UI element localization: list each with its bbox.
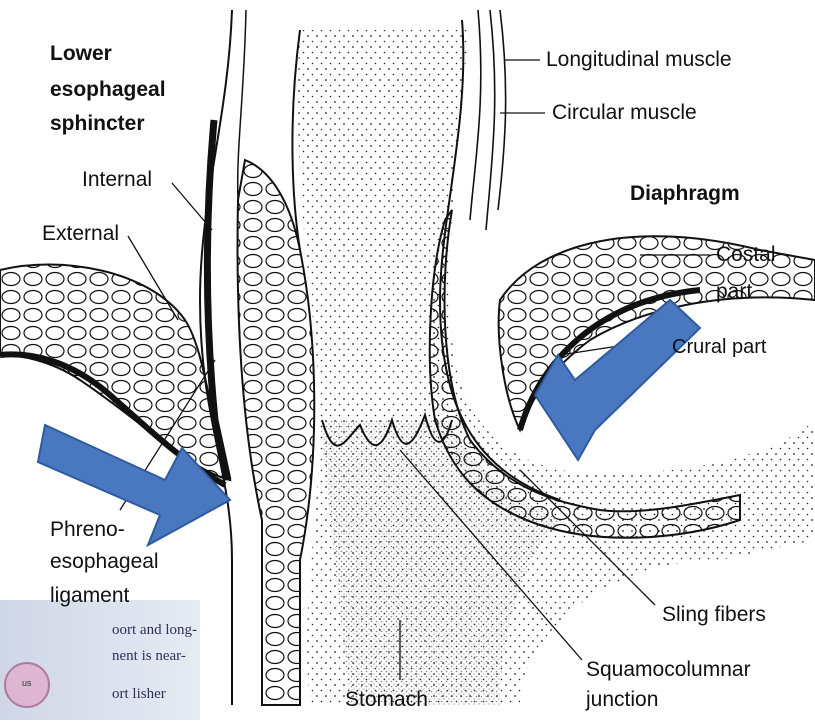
fragment-line-3: ort lisher	[112, 686, 166, 703]
label-phreno-line1: Phreno-	[50, 518, 125, 542]
label-circular-muscle: Circular muscle	[552, 101, 697, 125]
label-sling-fibers: Sling fibers	[662, 603, 766, 627]
label-external: External	[42, 222, 119, 246]
label-crural-part: Crural part	[672, 335, 766, 359]
right-longitudinal-lines	[470, 10, 506, 230]
label-diaphragm: Diaphragm	[630, 182, 740, 206]
fragment-line-1: oort and long-	[112, 622, 197, 639]
label-phreno-line2: esophageal	[50, 550, 159, 574]
label-stomach: Stomach	[345, 688, 428, 712]
les-title-line2: esophageal	[50, 78, 166, 102]
les-title-line1: Lower	[50, 42, 112, 66]
badge-text: us	[22, 678, 32, 688]
label-costal-line2: part	[716, 280, 752, 304]
left-circular-layer	[238, 160, 315, 705]
background-slide-fragment: oort and long- nent is near- ort lisher …	[0, 600, 200, 720]
left-wall-outer	[200, 10, 232, 705]
fragment-line-2: nent is near-	[112, 648, 186, 665]
label-longitudinal-muscle: Longitudinal muscle	[546, 48, 732, 72]
label-squamo-line1: Squamocolumnar	[586, 658, 751, 682]
left-diaphragm	[0, 264, 230, 480]
label-squamo-line2: junction	[586, 688, 658, 712]
label-internal: Internal	[82, 168, 152, 192]
badge-circle: us	[4, 662, 50, 708]
label-phreno-line3: ligament	[50, 584, 129, 608]
label-costal-line1: Costal	[716, 243, 776, 267]
les-title-line3: sphincter	[50, 112, 145, 136]
